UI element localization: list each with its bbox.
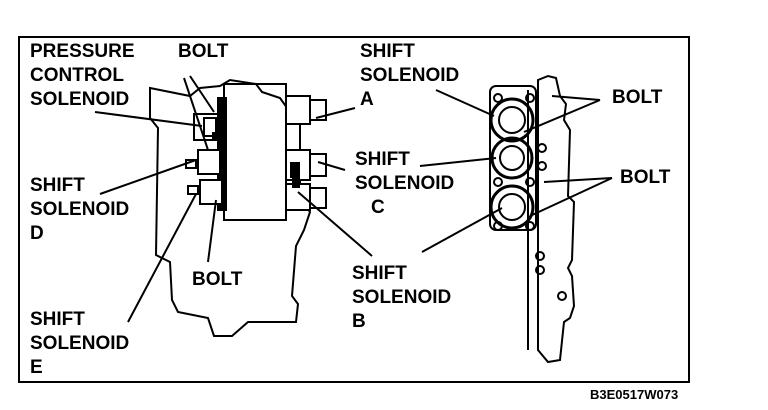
- left-solenoids: [185, 95, 327, 211]
- label-line: A: [360, 89, 374, 110]
- label-pressure-control-solenoid: PRESSURE CONTROL SOLENOID: [30, 40, 135, 112]
- label-line: SHIFT: [352, 263, 407, 284]
- label-line: SHIFT: [30, 309, 85, 330]
- label-line: CONTROL: [30, 65, 124, 86]
- label-line: SHIFT: [355, 149, 410, 170]
- label-line: PRESSURE: [30, 41, 135, 62]
- label-bolt-right-mid: BOLT: [620, 167, 671, 188]
- label-line: C: [371, 197, 385, 218]
- leader-lines: [94, 75, 613, 323]
- label-line: SOLENOID: [30, 89, 130, 110]
- label-shift-solenoid-b: SHIFT SOLENOID B: [352, 262, 451, 334]
- label-bolt-right-top: BOLT: [612, 87, 663, 108]
- label-line: SHIFT: [360, 41, 415, 62]
- label-shift-solenoid-c: SHIFT SOLENOID C: [355, 148, 454, 220]
- label-line: SHIFT: [30, 175, 85, 196]
- label-shift-solenoid-a: SHIFT SOLENOID A: [360, 40, 459, 112]
- label-line: B: [352, 311, 366, 332]
- label-line: E: [30, 357, 43, 378]
- left-bolt-heads: [212, 132, 300, 188]
- label-line: SOLENOID: [360, 65, 460, 86]
- label-bolt-bottom: BOLT: [192, 269, 243, 290]
- label-line: SOLENOID: [30, 199, 130, 220]
- label-line: D: [30, 223, 44, 244]
- label-line: SOLENOID: [352, 287, 452, 308]
- label-bolt-top: BOLT: [178, 41, 229, 62]
- diagram-frame: [18, 36, 690, 383]
- label-shift-solenoid-d: SHIFT SOLENOID D: [30, 174, 129, 246]
- figure-code: B3E0517W073: [590, 387, 679, 402]
- label-shift-solenoid-e: SHIFT SOLENOID E: [30, 308, 129, 380]
- label-line: SOLENOID: [30, 333, 130, 354]
- label-line: SOLENOID: [355, 173, 455, 194]
